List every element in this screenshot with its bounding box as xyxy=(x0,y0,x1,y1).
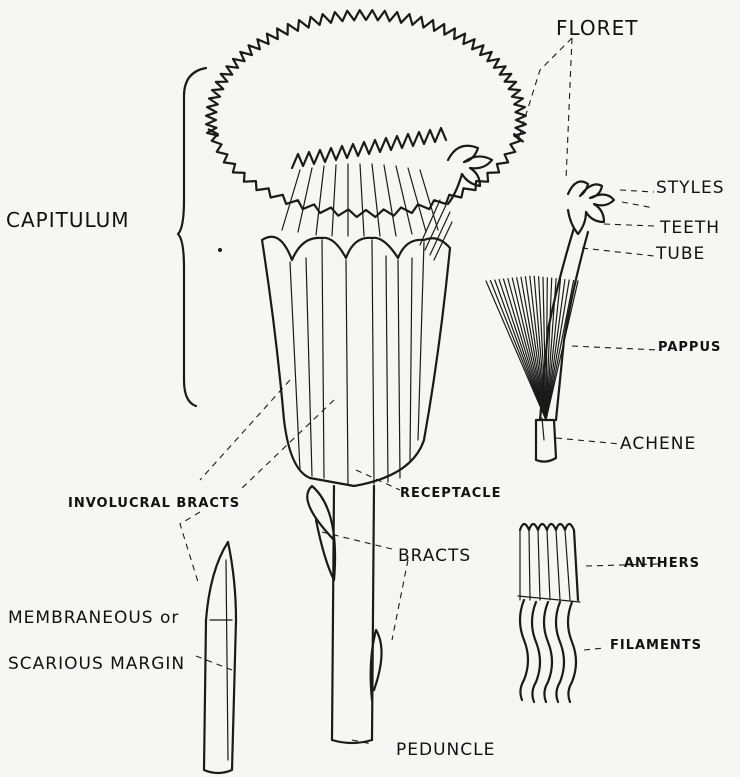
floret-teeth xyxy=(568,182,614,234)
label-bracts: BRACTS xyxy=(398,546,471,566)
capitulum-brace xyxy=(178,68,206,406)
label-peduncle: PEDUNCLE xyxy=(396,740,495,760)
anthers-drawing xyxy=(518,524,580,702)
bract-ribs xyxy=(290,240,424,484)
hatching xyxy=(420,200,452,260)
label-involucral-bracts: INVOLUCRAL BRACTS xyxy=(68,496,240,511)
anther-lines xyxy=(518,530,580,602)
anther-tops xyxy=(520,524,574,530)
label-filaments: FILAMENTS xyxy=(610,638,702,653)
single-bract-drawing xyxy=(204,542,236,773)
label-teeth: TEETH xyxy=(660,218,720,238)
rim-floret xyxy=(448,146,492,204)
peduncle-drawing xyxy=(307,486,381,743)
label-pappus: PAPPUS xyxy=(658,340,721,355)
label-styles: STYLES xyxy=(656,178,725,198)
label-scarious-margin: SCARIOUS MARGIN xyxy=(8,654,185,674)
pappus-bristle xyxy=(546,281,574,421)
stem-bract-left xyxy=(307,486,335,580)
label-tube: TUBE xyxy=(656,244,705,264)
label-floret: FLORET xyxy=(556,16,638,40)
label-achene: ACHENE xyxy=(620,434,696,454)
brace-dot xyxy=(218,248,222,252)
capitulum-drawing xyxy=(206,10,526,486)
inner-floret-lines xyxy=(282,164,438,236)
inner-crown xyxy=(292,128,446,168)
pappus-bristle xyxy=(517,278,546,420)
pappus-bristle xyxy=(499,280,546,420)
label-capitulum: CAPITULUM xyxy=(6,208,130,232)
filaments-drawing xyxy=(520,600,576,702)
achene-body xyxy=(536,420,556,462)
label-membraneous: MEMBRANEOUS or xyxy=(8,608,179,628)
pappus-bristle xyxy=(486,281,546,420)
label-anthers: ANTHERS xyxy=(624,556,700,571)
floret-detail xyxy=(486,182,614,462)
label-receptacle: RECEPTACLE xyxy=(400,486,501,501)
